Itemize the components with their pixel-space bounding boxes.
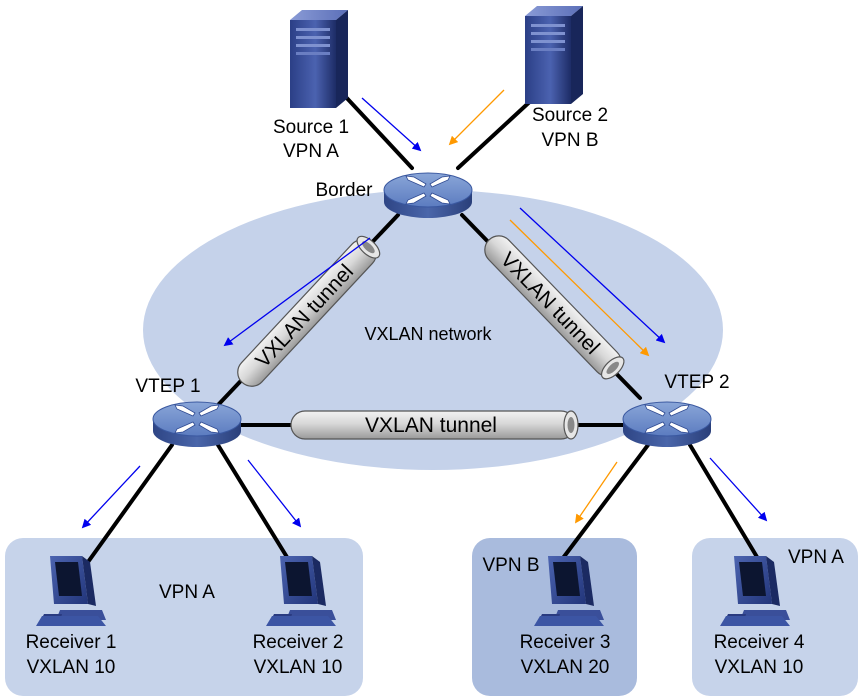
tunnel-bottom: VXLAN tunnel [290, 410, 579, 440]
vtep1-switch-icon [152, 401, 242, 448]
vxlan-network-cloud [143, 190, 723, 470]
source1-name: Source 1 [273, 117, 349, 138]
source2-server-icon [525, 6, 583, 104]
receiver2-vxlan: VXLAN 10 [254, 657, 343, 678]
flow-arrow-source1 [361, 97, 422, 152]
group-label-vpn-b: VPN B [482, 555, 539, 576]
flow-arrow-border-vtep2-b [509, 219, 650, 357]
receiver1-vxlan: VXLAN 10 [27, 657, 116, 678]
flow-arrow-border-vtep1 [223, 237, 371, 347]
receiver3-vxlan: VXLAN 20 [521, 657, 610, 678]
group-label-vpn-a-right: VPN A [788, 547, 844, 568]
link-vtep1-receiver2 [216, 443, 292, 564]
link-vtep2-receiver4 [688, 443, 762, 564]
flow-arrow-receiver1 [81, 465, 141, 529]
source2-vpn: VPN B [541, 130, 598, 151]
vtep2-label: VTEP 2 [664, 372, 729, 393]
flow-arrow-receiver3 [574, 461, 618, 524]
receiver1-name: Receiver 1 [26, 632, 117, 653]
source1-server-icon [290, 10, 348, 108]
border-label: Border [315, 180, 373, 201]
group-box-vpn-a-left [5, 538, 363, 696]
network-label: VXLAN network [364, 324, 492, 344]
source2-name: Source 2 [532, 105, 608, 126]
border-switch-icon [383, 172, 473, 219]
flow-arrow-border-vtep2-a [519, 207, 666, 344]
source1-vpn: VPN A [283, 141, 339, 162]
receiver4-name: Receiver 4 [714, 632, 805, 653]
receiver3-name: Receiver 3 [520, 632, 611, 653]
vtep1-label: VTEP 1 [135, 376, 200, 397]
tunnel-bottom-label: VXLAN tunnel [365, 414, 497, 437]
group-label-vpn-a-left: VPN A [159, 582, 215, 603]
vtep2-switch-icon [622, 401, 712, 448]
flow-arrow-receiver2 [247, 459, 302, 528]
flow-arrow-source2 [448, 89, 505, 146]
flow-arrows [81, 89, 768, 529]
receiver2-name: Receiver 2 [253, 632, 344, 653]
link-vtep2-receiver3 [558, 443, 650, 564]
receiver4-vxlan: VXLAN 10 [715, 657, 804, 678]
flow-arrow-receiver4 [709, 457, 768, 522]
link-vtep1-receiver1 [86, 443, 174, 564]
